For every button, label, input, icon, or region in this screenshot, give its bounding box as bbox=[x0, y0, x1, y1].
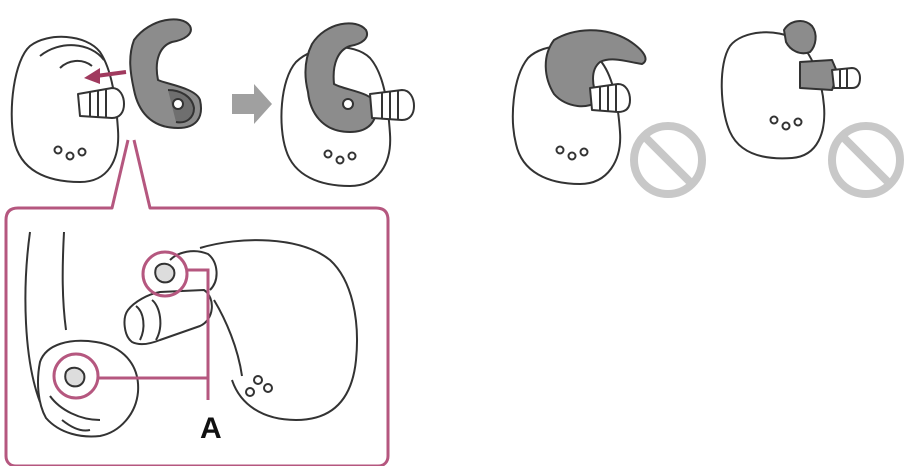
next-step-arrow-icon bbox=[232, 84, 272, 124]
step2-assembled-earbud bbox=[281, 23, 414, 186]
wrong-example-1-earbud bbox=[513, 30, 646, 184]
step1-earbud bbox=[12, 37, 124, 182]
callout-label: A bbox=[200, 412, 222, 445]
prohibited-icon bbox=[634, 126, 702, 194]
detail-zoomed-earbud bbox=[25, 232, 357, 436]
arc-supporter-loose bbox=[130, 19, 201, 128]
prohibited-icon bbox=[832, 126, 900, 194]
